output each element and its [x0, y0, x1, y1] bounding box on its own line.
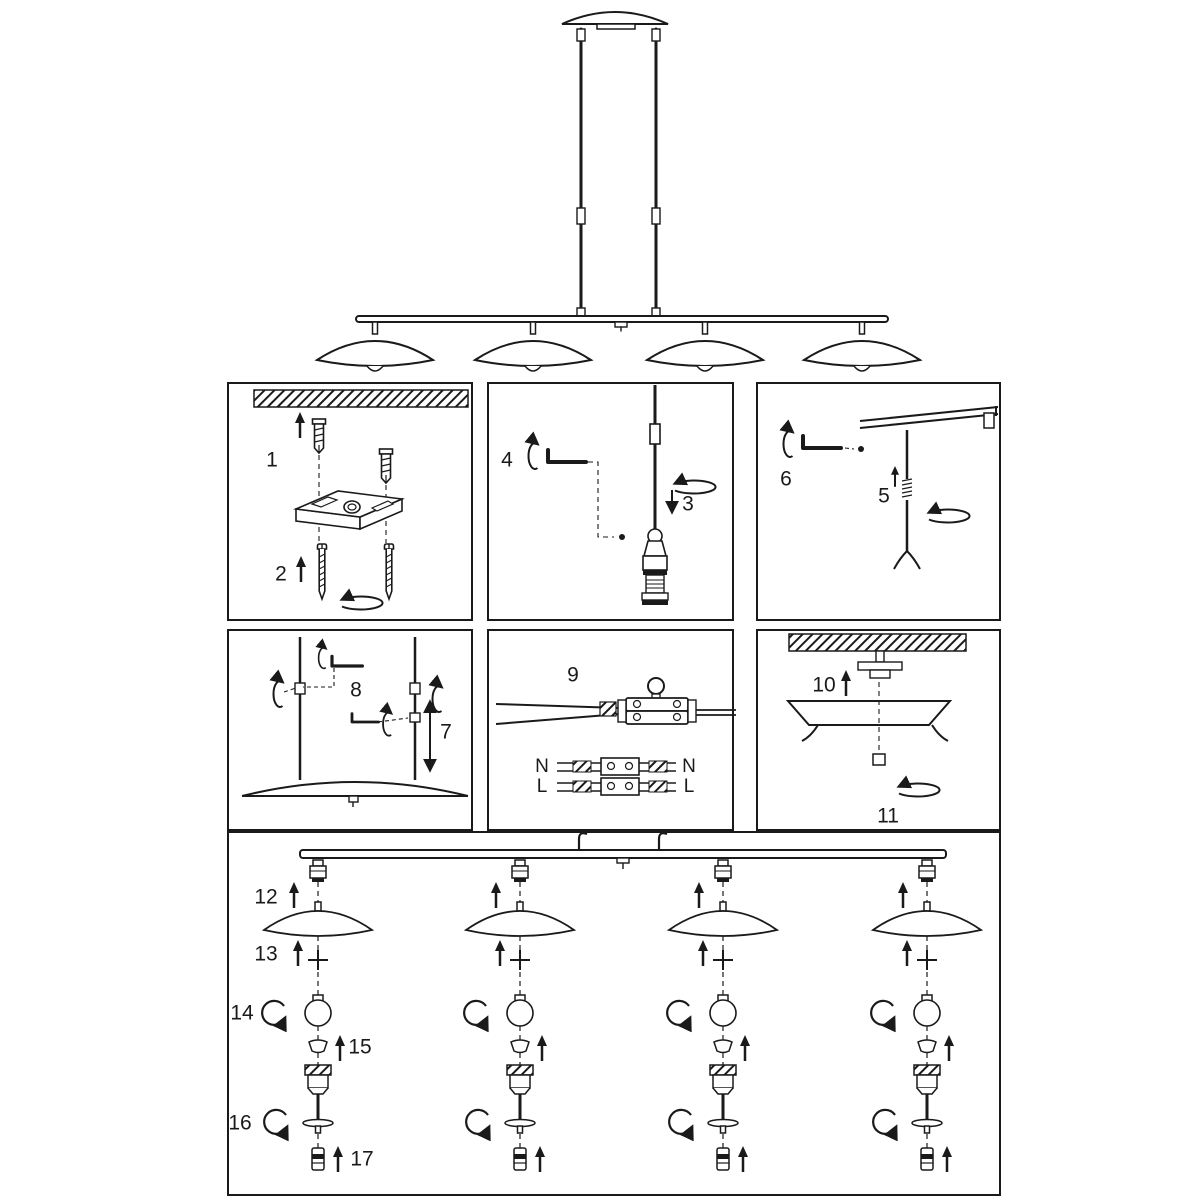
rotate-arrow-icon: [319, 648, 326, 669]
rod-coupler: [409, 712, 421, 723]
rotate-arrow-icon: [383, 712, 391, 735]
rotate-arrow-icon: [274, 681, 283, 707]
screw: [383, 543, 395, 600]
step-3-label: 3: [682, 493, 694, 516]
step-13-label: 13: [254, 943, 277, 966]
step-16-label: 16: [228, 1112, 251, 1135]
strain-relief-connector: [495, 677, 736, 725]
canopy-hook: [801, 724, 819, 742]
panel-9-content: N N L L: [495, 677, 736, 797]
step-1-label: 1: [266, 449, 278, 472]
up-arrow-icon: [839, 668, 853, 698]
step-17-label: 17: [350, 1148, 373, 1171]
ceiling-canopy: [785, 700, 953, 726]
rod-coupler: [576, 207, 586, 225]
panel-step-1-2: [227, 382, 473, 621]
shade-assembly-column: [262, 860, 372, 1172]
ceiling-canopy: [241, 781, 469, 797]
shade-assembly-column: [464, 860, 574, 1172]
support-bar: [859, 406, 999, 422]
panel-step-7-8: [227, 629, 473, 831]
rod-coupler: [649, 423, 661, 445]
step-labels: 1 2 3 4 5 6 7 8 9 10 11 12 13 14 15 16 1…: [228, 449, 899, 1171]
rotate-arrow-icon: [899, 784, 940, 797]
panel-step-12-17: [227, 831, 1001, 1196]
wiring-n-left-label: N: [535, 756, 549, 777]
panel-step-3-4: [487, 382, 734, 621]
up-arrow-icon: [294, 554, 308, 584]
panel-step-9: [487, 629, 734, 831]
rotate-arrow-icon: [784, 431, 793, 457]
panel-10-11-content: [785, 633, 967, 797]
panel-1-2-content: [253, 389, 469, 610]
panel-5-6-content: [784, 406, 999, 570]
pendant-lamp-overview: [316, 11, 921, 372]
wall-plug: [378, 448, 394, 484]
set-screw-dot: [619, 534, 625, 540]
allen-key-icon: [350, 712, 381, 724]
lamp-shade: [646, 321, 764, 372]
lamp-socket: [641, 555, 669, 605]
lamp-shade: [474, 321, 592, 372]
ceiling-plate: [857, 661, 903, 671]
lamp-shade: [316, 321, 434, 372]
allen-key-icon: [801, 434, 843, 450]
set-screw-dot: [858, 446, 864, 452]
step-15-label: 15: [348, 1036, 371, 1059]
wiring-n-right-label: N: [682, 756, 696, 777]
rotate-arrow-icon: [433, 686, 442, 712]
lamp-shade: [803, 321, 921, 372]
up-arrow-icon: [293, 410, 307, 440]
panel-12-17-content: [262, 832, 981, 1172]
step-5-label: 5: [878, 485, 890, 508]
wiring-l-right-label: L: [684, 776, 695, 797]
wire-n: [557, 757, 676, 776]
shade-assembly-column: [871, 860, 981, 1172]
wire-l: [557, 777, 676, 796]
step-8-label: 8: [350, 679, 362, 702]
step-4-label: 4: [501, 449, 513, 472]
bar-bracket: [983, 412, 995, 429]
panel-3-4-content: [529, 385, 716, 605]
step-6-label: 6: [780, 468, 792, 491]
panel-frames: [227, 382, 1001, 1196]
shade-assembly-column: [667, 860, 777, 1172]
step-11-label: 11: [877, 805, 899, 828]
allen-key-icon: [330, 654, 364, 668]
support-bar: [355, 315, 889, 323]
ceiling-bolt: [875, 650, 885, 663]
panel-step-10-11: [756, 629, 1001, 831]
ceiling-canopy: [561, 11, 669, 25]
allen-key-icon: [546, 448, 588, 464]
rod-coupler: [409, 682, 421, 695]
cable-hook: [577, 832, 589, 853]
rod-coupler: [651, 207, 661, 225]
rod-coupler: [294, 682, 306, 695]
rotate-arrow-icon: [342, 597, 383, 610]
rotate-arrow-icon: [529, 443, 538, 469]
step-12-label: 12: [254, 886, 277, 909]
step-2-label: 2: [275, 563, 287, 586]
step-7-label: 7: [440, 721, 452, 744]
ceiling-hatch: [253, 389, 469, 408]
canopy-hook: [931, 724, 949, 742]
mounting-bracket: [292, 490, 406, 531]
step-14-label: 14: [230, 1002, 254, 1025]
wall-plug: [311, 418, 327, 454]
ceiling-nut: [869, 669, 891, 679]
ceiling-hatch: [788, 633, 967, 652]
rotate-arrow-icon: [929, 510, 970, 523]
up-arrow-icon: [889, 464, 901, 488]
panel-step-5-6: [756, 382, 1001, 621]
support-bar: [299, 849, 947, 859]
rotate-arrow-icon: [675, 481, 716, 494]
panel-7-8-content: [241, 637, 469, 807]
wiring-l-left-label: L: [537, 776, 548, 797]
step-9-label: 9: [567, 664, 579, 687]
step-10-label: 10: [812, 674, 835, 697]
screw: [316, 543, 328, 600]
lock-nut: [872, 753, 886, 766]
cable-hook: [657, 832, 669, 853]
